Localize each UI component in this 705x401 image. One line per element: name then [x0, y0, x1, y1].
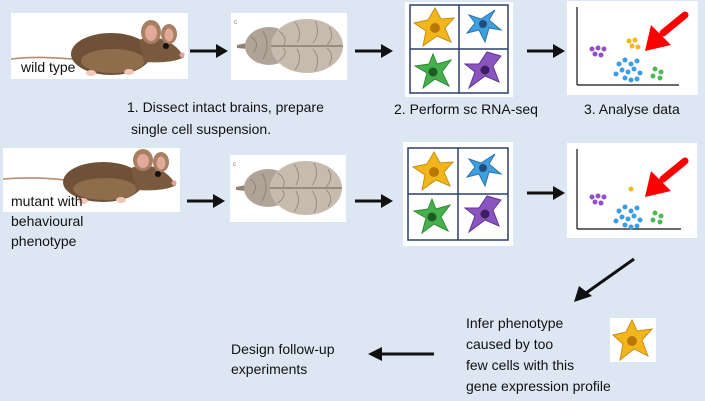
- infer-text-line-2: caused by too: [466, 336, 554, 352]
- left-flow-arrow: [368, 347, 434, 361]
- flow-arrow: [355, 194, 393, 208]
- wild-type-mouse-image: [10, 20, 185, 76]
- wild-type-mouse-panel: wild type: [10, 13, 188, 79]
- scatter-panel-2: [567, 143, 697, 238]
- mutant-label-line-1: mutant with: [11, 193, 83, 209]
- flow-arrow: [190, 44, 228, 58]
- infer-text-line-4: gene expression profile: [466, 378, 611, 394]
- cell-types-grid: [407, 147, 509, 241]
- cells-panel-1: [405, 2, 513, 97]
- design-text-line-2: experiments: [231, 361, 308, 377]
- brain-panel-1: c: [231, 13, 347, 80]
- infer-text-line-1: Infer phenotype: [466, 315, 564, 331]
- highlight-arrow: [645, 11, 689, 51]
- flow-arrow: [355, 44, 393, 58]
- cells-panel-2: [403, 142, 513, 246]
- step-1-label-line-2: single cell suspension.: [131, 121, 272, 137]
- flow-arrow: [527, 44, 565, 58]
- svg-text:c: c: [234, 20, 237, 26]
- highlight-arrow: [645, 157, 689, 197]
- mutant-mouse-panel: [2, 148, 180, 212]
- clustering-scatter-plot: [576, 149, 681, 230]
- svg-text:c: c: [233, 162, 236, 168]
- mutant-label-line-3: phenotype: [11, 233, 77, 249]
- step-1-label-line-1: 1. Dissect intact brains, prepare: [127, 99, 324, 115]
- clustering-scatter-plot: [576, 7, 679, 86]
- flow-arrow: [527, 186, 565, 200]
- wild-type-label: wild type: [21, 59, 76, 75]
- flow-arrow: [187, 194, 225, 208]
- design-text-line-1: Design follow-up: [231, 341, 335, 357]
- brain-panel-2: c: [230, 155, 346, 222]
- scatter-panel-1: [567, 1, 698, 95]
- cell-types-grid: [409, 4, 509, 94]
- step-2-label: 2. Perform sc RNA-seq: [394, 101, 538, 117]
- brain-image: c: [234, 19, 343, 73]
- yellow-cell-panel: [610, 318, 656, 362]
- brain-image: c: [233, 161, 342, 215]
- infer-text-line-3: few cells with this: [466, 357, 575, 373]
- step-3-label: 3. Analyse data: [584, 101, 680, 117]
- yellow-cell-icon: [611, 318, 654, 362]
- mutant-label-line-2: behavioural: [11, 213, 84, 229]
- mutant-mouse-image: [2, 149, 177, 204]
- diagonal-flow-arrow: [574, 257, 635, 302]
